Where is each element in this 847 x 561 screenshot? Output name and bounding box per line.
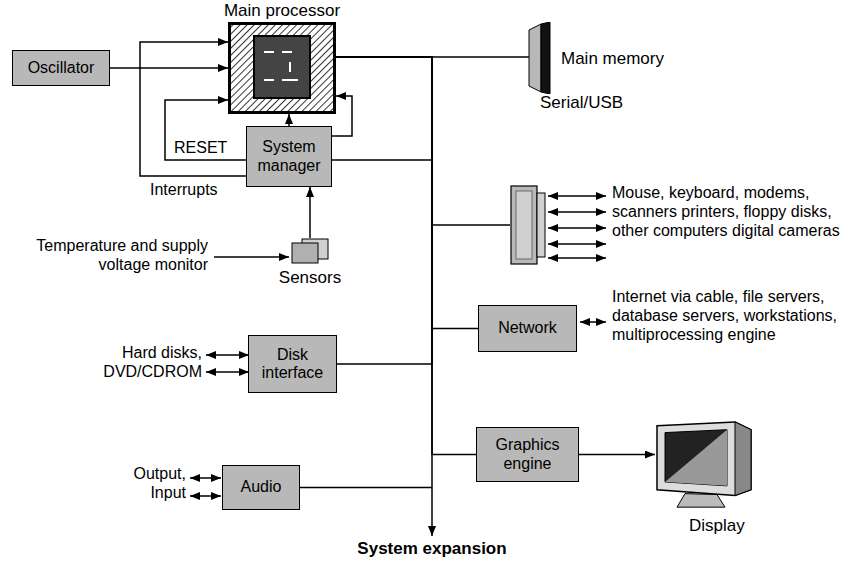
annotation-label: System expansion <box>342 539 522 559</box>
oscillator-box: Oscillator <box>12 50 110 86</box>
connector <box>288 114 290 126</box>
connector <box>336 57 432 364</box>
network-box: Network <box>478 305 577 352</box>
monitor-icon <box>655 420 755 512</box>
node-label: Main processor <box>224 1 340 21</box>
signal-label: RESET <box>172 138 229 157</box>
connector <box>579 454 655 456</box>
bus-extension <box>431 488 433 536</box>
node-label: Sensors <box>279 268 341 288</box>
annotation-label: Mouse, keyboard, modems, scanners printe… <box>612 183 840 241</box>
processor-chip <box>228 22 336 114</box>
annotation-label: Output, Input <box>104 464 186 502</box>
connector <box>336 57 476 455</box>
node-label: Serial/USB <box>540 93 623 113</box>
disk-box: Disk interface <box>248 335 337 393</box>
memory-module: Main memory <box>527 22 551 94</box>
node-label: Disk interface <box>252 346 333 383</box>
node-label: Graphics engine <box>480 436 575 473</box>
annotation-label: Temperature and supply voltage monitor <box>8 236 208 274</box>
port-connector <box>510 185 546 265</box>
connector <box>332 57 432 160</box>
node-label: System manager <box>250 138 328 175</box>
graphics-box: Graphics engine <box>476 427 579 482</box>
processor-chip: Main processor <box>228 22 336 114</box>
annotation-label: Hard disks, DVD/CDROM <box>80 343 202 381</box>
sensor-icon: Sensors <box>290 238 330 264</box>
connector <box>309 187 311 238</box>
node-label: Audio <box>241 478 282 496</box>
audio-box: Audio <box>222 465 300 510</box>
memory-module <box>527 22 551 94</box>
node-label: Main memory <box>561 49 664 69</box>
node-label: Oscillator <box>28 59 95 77</box>
node-label: Display <box>689 516 745 536</box>
manager-box: System manager <box>246 126 332 187</box>
sensor-icon <box>290 238 330 264</box>
display-monitor: Display <box>655 420 755 512</box>
port-connector: Serial/USB <box>510 185 546 265</box>
connector <box>110 67 228 69</box>
node-label: Network <box>498 319 557 337</box>
connector <box>336 57 510 225</box>
annotation-label: Internet via cable, file servers, databa… <box>612 287 842 345</box>
signal-label: Interrupts <box>148 180 220 199</box>
connector <box>336 57 478 329</box>
